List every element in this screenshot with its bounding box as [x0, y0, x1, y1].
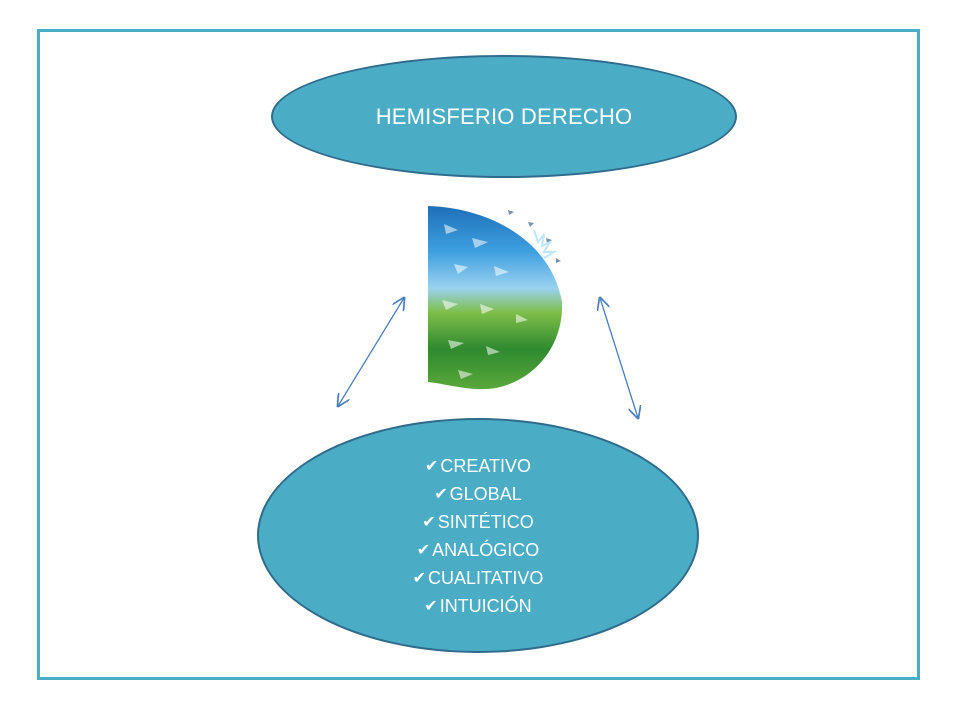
check-icon: ✔ — [412, 567, 427, 587]
list-item: ✔INTUICIÓN — [424, 592, 531, 620]
check-icon: ✔ — [422, 511, 436, 531]
traits-list: ✔CREATIVO ✔GLOBAL ✔SINTÉTICO ✔ANALÓGICO … — [413, 452, 544, 620]
diagram-title: HEMISFERIO DERECHO — [375, 103, 633, 129]
list-item: ✔CUALITATIVO — [413, 564, 544, 592]
slide-frame — [37, 29, 920, 680]
title-ellipse: HEMISFERIO DERECHO — [271, 55, 737, 178]
list-item: ✔ANALÓGICO — [417, 536, 539, 564]
check-icon: ✔ — [424, 455, 439, 475]
traits-ellipse: ✔CREATIVO ✔GLOBAL ✔SINTÉTICO ✔ANALÓGICO … — [257, 418, 699, 653]
list-item: ✔SINTÉTICO — [422, 508, 533, 536]
right-hemisphere-illustration — [428, 206, 563, 390]
check-icon: ✔ — [434, 483, 448, 503]
check-icon: ✔ — [416, 539, 431, 559]
list-item: ✔GLOBAL — [434, 480, 521, 508]
list-item: ✔CREATIVO — [425, 452, 531, 480]
check-icon: ✔ — [424, 595, 438, 615]
